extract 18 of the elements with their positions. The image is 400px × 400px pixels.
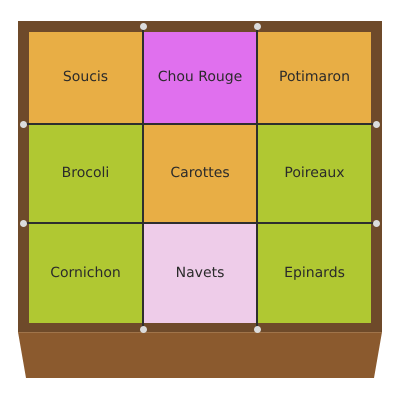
planting-square xyxy=(144,125,256,222)
plant-name: Navets xyxy=(176,265,224,282)
plant-name: Chou Rouge xyxy=(158,69,242,86)
plant-name: Carottes xyxy=(170,165,230,182)
plant-name: Soucis xyxy=(62,69,108,86)
plant-name: Epinards xyxy=(284,265,345,282)
planting-square xyxy=(144,32,256,123)
plant-name: Potimaron xyxy=(279,69,350,86)
planting-square xyxy=(29,224,142,323)
planting-square xyxy=(258,125,371,222)
planting-square xyxy=(29,125,142,222)
plant-name: Poireaux xyxy=(284,165,345,182)
planting-square xyxy=(258,32,371,123)
planting-square xyxy=(144,224,256,323)
planting-square xyxy=(29,32,142,123)
plant-name: Cornichon xyxy=(50,265,121,282)
planting-square xyxy=(258,224,371,323)
plant-name: Brocoli xyxy=(62,165,110,182)
